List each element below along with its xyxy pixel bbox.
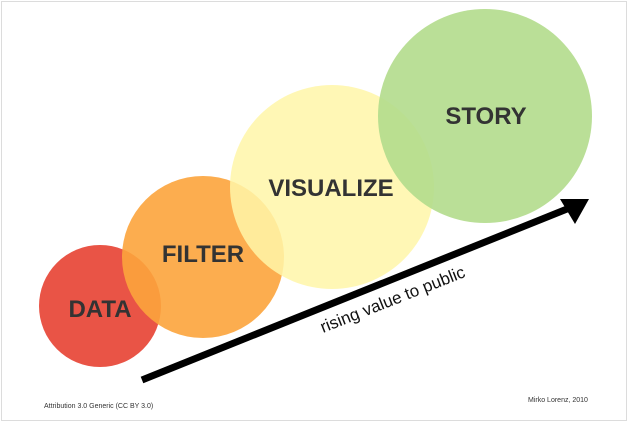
author-credit: Mirko Lorenz, 2010 bbox=[528, 397, 588, 404]
stage-label-filter: FILTER bbox=[162, 241, 244, 268]
data-story-diagram: DATA FILTER VISUALIZE STORY rising value… bbox=[39, 9, 592, 384]
stage-label-data: DATA bbox=[68, 296, 131, 323]
stage-label-visualize: VISUALIZE bbox=[268, 175, 393, 202]
stage-circle-story bbox=[378, 9, 592, 223]
arrow-shaft bbox=[140, 203, 574, 384]
stage-label-story: STORY bbox=[445, 103, 526, 130]
license-text: Attribution 3.0 Generic (CC BY 3.0) bbox=[44, 403, 154, 410]
arrow-head-icon bbox=[560, 199, 589, 224]
